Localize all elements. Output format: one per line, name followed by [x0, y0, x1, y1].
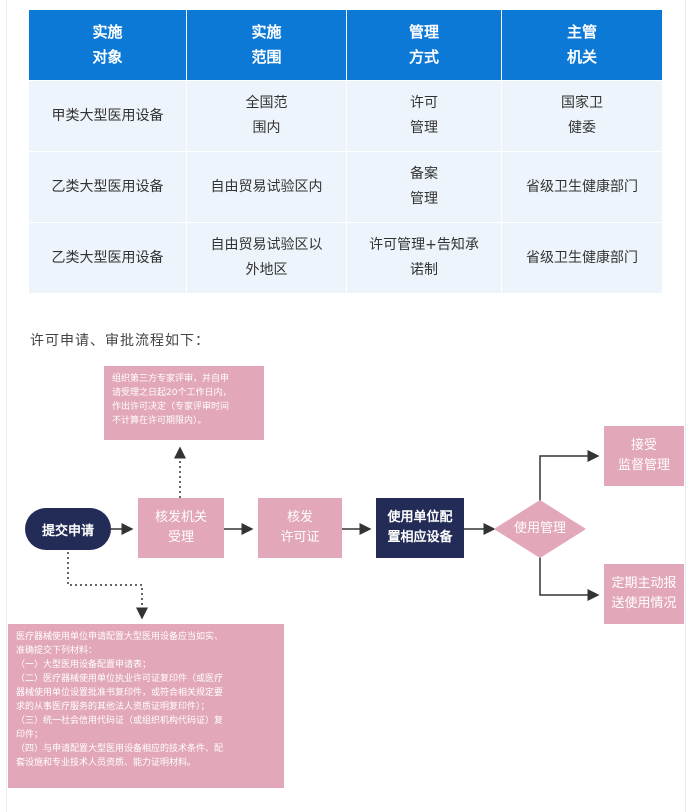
table-cell: 乙类大型医用设备 [29, 223, 187, 294]
arrow-usage-to-supervise [539, 450, 600, 510]
table-header-row: 实施 对象 实施 范围 管理 方式 主管 机关 [29, 10, 662, 81]
table-cell: 许可管理+告知承 诺制 [347, 223, 502, 294]
arrow-usage-to-report [539, 550, 600, 601]
table-cell: 备案 管理 [347, 152, 502, 223]
submit-application-node: 提交申请 [25, 508, 111, 550]
required-materials-note: 医疗器械使用单位申请配置大型医用设备应当如实、 准确提交下列材料： （一）大型医… [8, 624, 284, 788]
header-cell-target: 实施 对象 [29, 10, 187, 81]
configure-equipment-node: 使用单位配 置相应设备 [376, 498, 464, 558]
header-cell-method: 管理 方式 [347, 10, 502, 81]
report-usage-node: 定期主动报 送使用情况 [604, 564, 684, 624]
header-cell-authority: 主管 机关 [502, 10, 662, 81]
supervision-node: 接受 监督管理 [604, 426, 684, 486]
table-row: 乙类大型医用设备 自由贸易试验区内 备案 管理 省级卫生健康部门 [29, 152, 662, 223]
header-cell-scope: 实施 范围 [187, 10, 347, 81]
flow-intro-text: 许可申请、审批流程如下： [30, 333, 210, 349]
table-cell: 省级卫生健康部门 [502, 152, 662, 223]
config-table: 实施 对象 实施 范围 管理 方式 主管 机关 甲类大型医用设备 全国范 围内 … [29, 10, 662, 294]
table-cell: 自由贸易试验区以 外地区 [187, 223, 347, 294]
left-frame-line [6, 0, 7, 812]
table-cell: 全国范 围内 [187, 81, 347, 152]
dotted-arrow-to-materials-note [67, 552, 148, 620]
table-cell: 甲类大型医用设备 [29, 81, 187, 152]
table-row: 甲类大型医用设备 全国范 围内 许可 管理 国家卫 健委 [29, 81, 662, 152]
expert-review-note: 组织第三方专家评审，并自申 请受理之日起20个工作日内， 作出许可决定（专家评审… [104, 366, 264, 440]
table-cell: 乙类大型医用设备 [29, 152, 187, 223]
table-cell: 省级卫生健康部门 [502, 223, 662, 294]
issue-license-node: 核发 许可证 [258, 498, 342, 558]
usage-diamond [494, 500, 586, 558]
right-frame-line [685, 0, 686, 812]
accept-node: 核发机关 受理 [138, 498, 224, 558]
table-cell: 国家卫 健委 [502, 81, 662, 152]
table-row: 乙类大型医用设备 自由贸易试验区以 外地区 许可管理+告知承 诺制 省级卫生健康… [29, 223, 662, 294]
table-cell: 许可 管理 [347, 81, 502, 152]
usage-management-label: 使用管理 [513, 521, 566, 536]
table-cell: 自由贸易试验区内 [187, 152, 347, 223]
